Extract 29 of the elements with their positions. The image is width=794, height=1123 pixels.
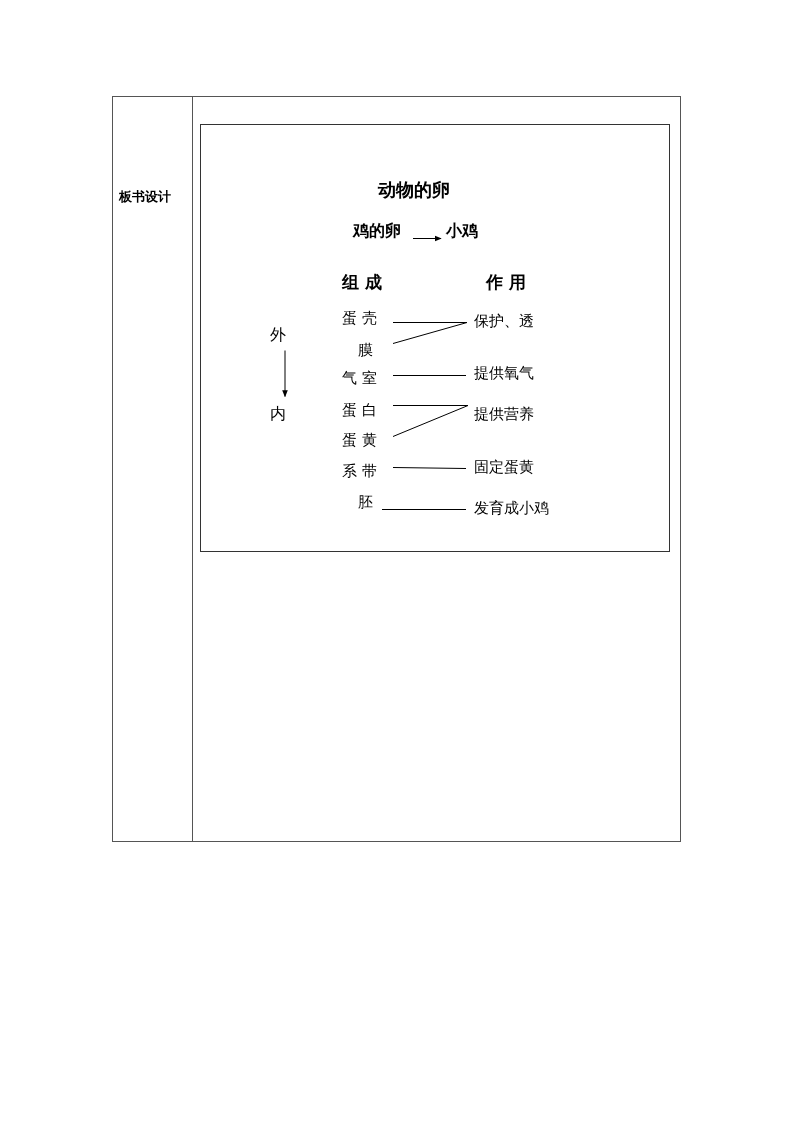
term-text: 蛋 白 (342, 400, 377, 420)
term-text: 鸡的卵 (353, 220, 401, 242)
term-text: 气 室 (342, 368, 377, 388)
term-text: 提供营养 (474, 404, 534, 424)
term-text: 固定蛋黄 (474, 457, 534, 477)
arrow (282, 350, 288, 398)
term-text: 外 (270, 324, 286, 346)
connector-line (392, 375, 467, 376)
term-text: 系 带 (342, 461, 377, 481)
term-text: 胚 (358, 492, 373, 512)
cell-label: 板书设计 (119, 188, 171, 206)
column-heading: 作 用 (486, 271, 526, 294)
term-text: 保护、透 (474, 311, 534, 331)
term-text: 提供氧气 (474, 363, 534, 383)
term-text: 蛋 黄 (342, 430, 377, 450)
connector-line (381, 509, 467, 510)
term-text: 发育成小鸡 (474, 498, 549, 518)
title: 动物的卵 (378, 178, 450, 202)
arrow (412, 235, 442, 242)
connector-line (392, 405, 469, 406)
connector-line (392, 322, 468, 344)
term-text: 内 (270, 403, 286, 425)
connector-line (392, 467, 467, 469)
connector-line (392, 405, 469, 437)
term-text: 膜 (358, 340, 373, 360)
term-text: 小鸡 (446, 220, 478, 242)
connector-line (392, 322, 468, 323)
term-text: 蛋 壳 (342, 308, 377, 328)
column-heading: 组 成 (342, 271, 382, 294)
